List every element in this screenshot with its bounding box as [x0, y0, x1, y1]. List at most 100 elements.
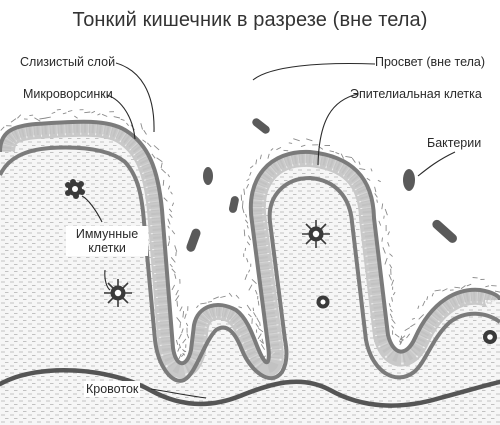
mucus-dash: [247, 235, 252, 241]
blood-vessel: [0, 368, 500, 408]
mucus-dash: [146, 142, 152, 148]
mucus-dash: [175, 289, 179, 296]
label-immune-cells-line2: клетки: [88, 241, 126, 255]
immune-cell-2: [104, 279, 132, 307]
mucus-dash: [252, 307, 255, 312]
immune-cell-4: [316, 295, 330, 309]
mucus-dash: [454, 286, 461, 289]
mucus-dash: [171, 202, 175, 207]
mucus-dash: [176, 300, 178, 307]
mucus-dash: [431, 292, 434, 297]
page-title: Тонкий кишечник в разрезе (вне тела): [72, 9, 428, 31]
mucus-dash: [178, 353, 182, 360]
mucus-dash: [238, 306, 243, 309]
mucus-dash: [426, 296, 429, 301]
mucus-dash: [143, 129, 147, 135]
leader-mucus: [115, 62, 155, 133]
mucus-dash: [180, 353, 185, 358]
mucus-dash: [56, 108, 61, 111]
mucus-dash: [417, 305, 420, 309]
mucus-dash: [370, 168, 373, 172]
mucus-dash: [340, 153, 345, 159]
mucus-dash: [256, 317, 260, 323]
mucus-dash: [62, 112, 67, 115]
mucus-dash: [381, 203, 384, 210]
mucus-dash: [246, 304, 252, 311]
mucus-dash: [270, 148, 274, 151]
mucus-dash: [101, 113, 108, 117]
mucus-dash: [399, 339, 404, 343]
mucus-dash: [244, 247, 247, 251]
mucus-dash: [84, 111, 91, 114]
mucus-dash: [410, 323, 416, 328]
mucus-dash: [359, 168, 366, 171]
mucus-dash: [246, 258, 249, 263]
mucus-dash: [387, 231, 390, 236]
mucus-dash: [249, 171, 252, 176]
mucus-dash: [248, 269, 251, 273]
mucus-dash: [260, 344, 265, 350]
mucus-dash: [163, 197, 168, 202]
mucus-dash: [411, 317, 415, 320]
mucus-dash: [351, 157, 356, 163]
mucus-dash: [293, 138, 300, 142]
mucus-dash: [389, 253, 393, 257]
mucus-dash: [358, 161, 361, 165]
mucus-dash: [251, 278, 257, 285]
mucus-dash: [243, 188, 246, 195]
mucus-dash: [160, 168, 167, 174]
mucus-dash: [391, 279, 395, 286]
mucus-dash: [153, 145, 160, 151]
mucus-dash: [185, 322, 189, 327]
label-lumen: Просвет (вне тела): [375, 55, 486, 69]
mucus-dash: [126, 122, 129, 126]
mucus-dash: [120, 118, 125, 121]
mucus-dash: [384, 257, 388, 265]
mucus-dash: [345, 155, 353, 159]
mucus-dash: [259, 339, 264, 344]
mucus-dash: [171, 268, 176, 274]
mucus-dash: [261, 338, 264, 344]
mucus-dash: [389, 264, 393, 269]
mucus-dash: [171, 230, 176, 235]
mucus-dash: [442, 288, 448, 292]
leader-lumen: [252, 62, 376, 81]
mucus-dash: [374, 186, 377, 193]
immune-cell-3: [302, 220, 330, 248]
leader-microvilli: [106, 94, 136, 140]
mucus-dash: [249, 165, 254, 169]
mucus-dash: [186, 333, 190, 339]
mucus-dash: [434, 289, 441, 292]
mucus-dash: [34, 117, 41, 122]
mucus-dash: [248, 284, 253, 291]
mucus-dash: [140, 123, 143, 130]
mucus-dash: [97, 113, 101, 116]
mucus-dash: [246, 183, 250, 189]
mucus-dash: [406, 333, 411, 339]
basement-membrane: [0, 145, 500, 383]
mucus-dash: [176, 317, 182, 324]
mucus-dash: [244, 219, 249, 224]
mucus-dash: [384, 208, 388, 216]
mucus-dash: [374, 193, 378, 198]
mucus-dash: [485, 285, 490, 288]
mucus-dash: [17, 114, 22, 119]
mucus-dash: [376, 199, 378, 203]
leader-epithelial: [317, 93, 359, 166]
label-bacteria: Бактерии: [427, 136, 482, 150]
mucus-dash: [283, 149, 289, 152]
mucus-dash: [392, 291, 396, 296]
mucus-dash: [243, 229, 246, 237]
mucus-dash: [244, 274, 248, 280]
mucus-dash: [169, 263, 173, 268]
immune-cell-1: [65, 179, 85, 199]
mucus-dash: [388, 303, 391, 308]
mucus-dash: [170, 191, 173, 195]
mucus-dash: [182, 338, 187, 344]
mucus-dash: [257, 333, 262, 340]
mucus-dash: [213, 296, 219, 300]
mucus-dash: [167, 174, 170, 178]
mucus-dash: [167, 218, 171, 225]
mucus-dash: [167, 241, 170, 247]
